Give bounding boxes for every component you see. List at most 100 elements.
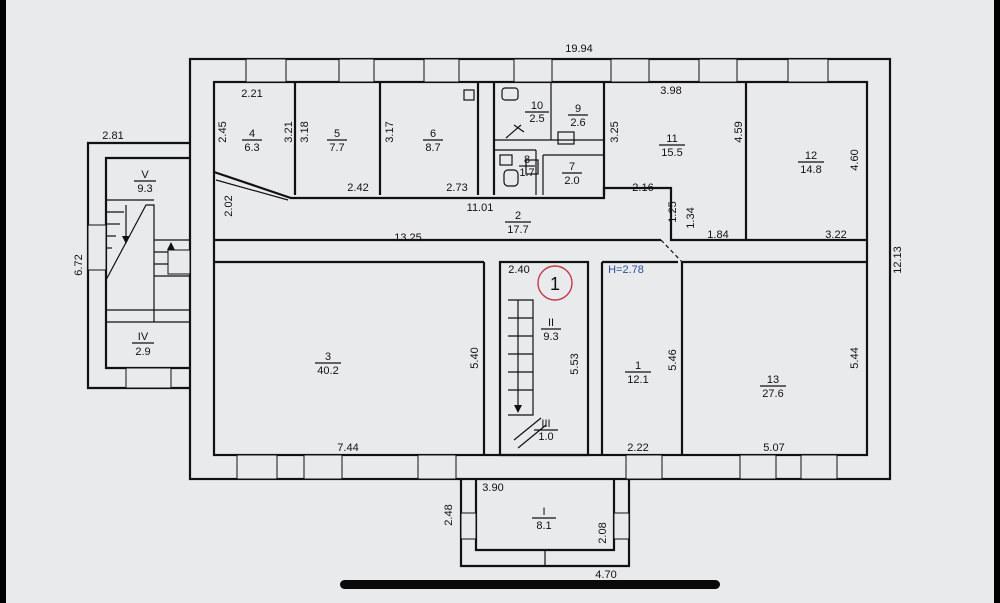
- svg-text:40.2: 40.2: [317, 365, 338, 377]
- svg-text:14.8: 14.8: [800, 164, 821, 176]
- svg-text:3.90: 3.90: [482, 482, 503, 494]
- svg-text:2.5: 2.5: [529, 113, 544, 125]
- svg-text:7.7: 7.7: [329, 142, 344, 154]
- room-I-label: I 8.1: [532, 506, 556, 532]
- room-10-label: 102.5: [525, 100, 549, 125]
- svg-text:10: 10: [531, 100, 543, 112]
- room-5-label: 57.7: [327, 128, 347, 154]
- svg-text:2.45: 2.45: [217, 121, 229, 142]
- svg-text:2.42: 2.42: [347, 182, 368, 194]
- svg-text:1.7: 1.7: [519, 167, 534, 179]
- svg-text:11: 11: [666, 133, 677, 145]
- svg-text:12: 12: [805, 150, 817, 162]
- svg-text:7.44: 7.44: [337, 442, 358, 454]
- svg-text:6.3: 6.3: [244, 142, 259, 154]
- room-13-label: 13 27.6: [760, 374, 786, 400]
- svg-text:IV: IV: [138, 331, 149, 343]
- room-marker: 1: [537, 265, 573, 301]
- home-indicator[interactable]: [340, 580, 720, 589]
- svg-text:2.73: 2.73: [446, 182, 467, 194]
- svg-text:1: 1: [635, 360, 641, 372]
- svg-text:2.08: 2.08: [597, 522, 609, 543]
- svg-text:1.34: 1.34: [685, 207, 697, 228]
- svg-text:2.6: 2.6: [570, 117, 585, 129]
- svg-text:9.3: 9.3: [137, 183, 152, 195]
- svg-text:4.70: 4.70: [595, 569, 616, 581]
- room-II-label: II 9.3: [541, 317, 561, 343]
- svg-text:8.7: 8.7: [425, 142, 440, 154]
- svg-text:5: 5: [334, 128, 340, 140]
- svg-text:13: 13: [767, 374, 779, 386]
- left-stair-annex: [86, 141, 191, 390]
- svg-text:2.48: 2.48: [443, 504, 455, 525]
- sanitary-fixtures: [463, 87, 575, 187]
- svg-text:17.7: 17.7: [507, 224, 528, 236]
- dim-corridor-length: 13.25: [394, 232, 422, 244]
- room-3-label: 340.2: [315, 351, 341, 377]
- svg-text:4.59: 4.59: [733, 121, 745, 142]
- svg-text:3: 3: [325, 351, 331, 363]
- stair-treads-v: [106, 211, 190, 277]
- dim-overall-height: 12.13: [892, 246, 904, 274]
- svg-text:9.3: 9.3: [543, 331, 558, 343]
- svg-text:2.22: 2.22: [627, 442, 648, 454]
- svg-text:5.40: 5.40: [469, 347, 481, 368]
- room-IV-label: IV 2.9: [132, 331, 154, 358]
- svg-text:7: 7: [569, 161, 575, 173]
- room-7-label: 72.0: [562, 161, 582, 187]
- floor-plan: 46.3 57.7 68.7 102.5 92.6 81.7 72.0 1115…: [73, 43, 904, 581]
- svg-text:I: I: [542, 506, 545, 518]
- room-9-label: 92.6: [568, 103, 588, 129]
- svg-text:2.02: 2.02: [223, 195, 235, 216]
- svg-text:2: 2: [515, 210, 521, 222]
- svg-text:4.60: 4.60: [849, 149, 861, 170]
- svg-text:2.16: 2.16: [632, 182, 653, 194]
- svg-text:1.25: 1.25: [667, 201, 679, 222]
- windows: [236, 58, 838, 480]
- svg-text:4: 4: [249, 128, 255, 140]
- svg-text:1.0: 1.0: [538, 431, 553, 443]
- vestibule: [459, 479, 631, 568]
- dim-stair-width: 2.81: [102, 130, 123, 142]
- room-V-label: V 9.3: [134, 169, 156, 195]
- svg-text:15.5: 15.5: [661, 147, 682, 159]
- svg-text:27.6: 27.6: [762, 388, 783, 400]
- dimension-labels: 19.94 12.13 6.72 2.81 13.25 11.01 2.21 2…: [73, 43, 904, 581]
- room-12-label: 12 14.8: [798, 150, 824, 176]
- svg-text:5.44: 5.44: [849, 347, 861, 368]
- svg-text:3.98: 3.98: [660, 85, 681, 97]
- svg-text:3.25: 3.25: [609, 121, 621, 142]
- svg-text:2.0: 2.0: [564, 175, 579, 187]
- svg-text:3.18: 3.18: [299, 121, 311, 142]
- svg-text:5.07: 5.07: [763, 442, 784, 454]
- svg-text:6: 6: [430, 128, 436, 140]
- room-1-label: 112.1: [625, 360, 651, 386]
- svg-text:5.46: 5.46: [667, 349, 679, 370]
- svg-text:12.1: 12.1: [627, 374, 648, 386]
- room-labels: 46.3 57.7 68.7 102.5 92.6 81.7 72.0 1115…: [132, 100, 824, 532]
- dim-overall-width: 19.94: [565, 43, 593, 55]
- svg-text:2.21: 2.21: [241, 88, 262, 100]
- svg-text:5.53: 5.53: [569, 353, 581, 374]
- room-8-label: 81.7: [519, 154, 535, 179]
- dim-corridor-segment: 11.01: [467, 202, 494, 214]
- svg-text:3.17: 3.17: [384, 121, 396, 142]
- svg-text:II: II: [548, 317, 554, 329]
- room-11-label: 11 15.5: [659, 133, 685, 159]
- svg-text:9: 9: [575, 103, 581, 115]
- svg-text:2.9: 2.9: [135, 346, 150, 358]
- svg-text:8.1: 8.1: [536, 520, 551, 532]
- room-2-label: 217.7: [505, 210, 531, 236]
- svg-text:1: 1: [550, 274, 560, 294]
- svg-text:3.21: 3.21: [283, 121, 295, 142]
- room-6-label: 68.7: [423, 128, 443, 154]
- svg-text:3.22: 3.22: [825, 229, 846, 241]
- interior-walls: [213, 82, 867, 457]
- svg-text:1.84: 1.84: [707, 229, 728, 241]
- svg-text:V: V: [141, 169, 149, 181]
- room-4-label: 46.3: [242, 128, 262, 154]
- ceiling-height-label: H=2.78: [608, 264, 644, 276]
- svg-text:8: 8: [524, 154, 530, 166]
